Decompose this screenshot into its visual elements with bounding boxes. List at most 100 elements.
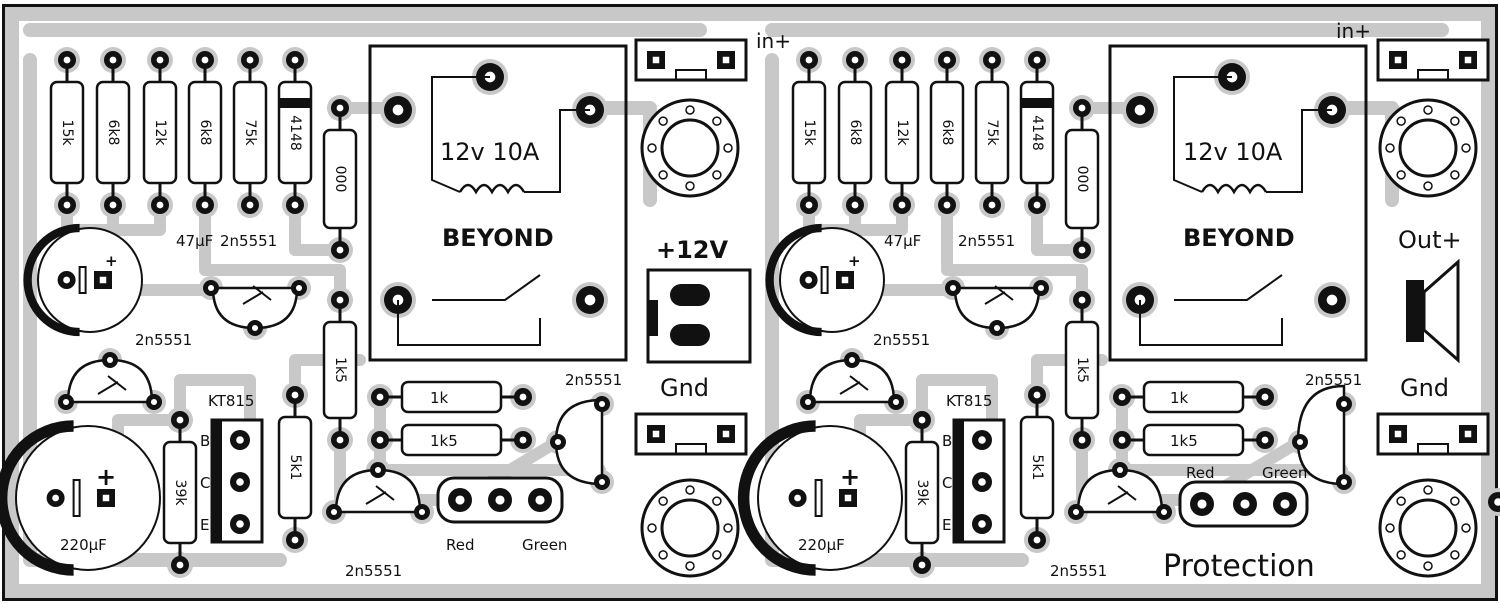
terminal-via <box>1461 143 1471 153</box>
resistor-body <box>49 80 85 185</box>
pad-hole <box>63 276 71 284</box>
transistor-label: 2n5551 <box>873 331 930 349</box>
resistor-value: 12k <box>152 120 168 147</box>
pad-hole <box>804 398 812 406</box>
transistor-label: 2n5551 <box>345 562 402 580</box>
pad-hole <box>291 391 299 399</box>
pad-hole <box>1464 56 1472 64</box>
resistor-value: 39k <box>914 480 930 507</box>
pad-hole <box>176 561 184 569</box>
resistor-h2-label: 1k5 <box>430 432 458 450</box>
pad-hole <box>1078 296 1086 304</box>
transistor-symbol <box>984 285 1014 305</box>
pad-hole <box>1118 393 1126 401</box>
relay-outline <box>368 44 628 362</box>
pad-hole <box>993 324 1001 332</box>
power-transistor-label: KT815 <box>208 392 254 410</box>
capacitor-symbol <box>820 266 829 294</box>
relay-wiring <box>431 76 590 193</box>
cap-small-plus: + <box>105 252 118 270</box>
diode-band <box>1021 98 1053 108</box>
resistor-body <box>1019 415 1055 520</box>
input-label: in+ <box>756 29 791 53</box>
terminal-hole <box>660 118 720 178</box>
capacitor-stripe <box>0 420 74 576</box>
pad-hole <box>336 104 344 112</box>
pad-hole <box>949 284 957 292</box>
resistor-body <box>1142 380 1245 414</box>
pad-hole <box>156 56 164 64</box>
transistor-symbol <box>1107 485 1137 505</box>
connector-key <box>1417 443 1449 454</box>
ground-plane <box>5 7 1495 598</box>
pad <box>1488 492 1500 512</box>
relay-brand-label: BEYOND <box>442 224 554 252</box>
terminal-via <box>1396 550 1406 560</box>
pad-hole <box>455 495 465 505</box>
terminal-via <box>685 181 695 191</box>
pad-hole <box>1296 438 1304 446</box>
pad-hole <box>336 436 344 444</box>
pad-hole <box>652 430 660 438</box>
terminal-via <box>712 170 722 180</box>
pin-label-c: C <box>942 474 952 492</box>
terminal-hole <box>1398 498 1458 558</box>
cap-small-label: 47µF <box>176 232 213 250</box>
pad-hole <box>898 56 906 64</box>
terminal-via <box>1396 170 1406 180</box>
relay-rating-label: 12v 10A <box>1183 138 1283 166</box>
pad-hole <box>519 436 527 444</box>
resistor-h2-label: 1k5 <box>1170 432 1198 450</box>
pad-hole <box>898 201 906 209</box>
capacitor-220uf <box>757 425 903 571</box>
transistor-symbol <box>365 485 395 505</box>
resistor-body <box>400 380 503 414</box>
connector-key <box>675 443 707 454</box>
resistor-value: 6k8 <box>105 120 121 146</box>
resistor-value: 5k1 <box>1029 455 1045 481</box>
pad-hole <box>374 466 382 474</box>
output-ground-label: Gnd <box>1400 374 1449 402</box>
terminal-via <box>1423 105 1433 115</box>
resistor-body <box>1142 423 1245 457</box>
terminal-via <box>1385 143 1395 153</box>
pad-hole <box>418 508 426 516</box>
resistor-value: 6k8 <box>847 120 863 146</box>
terminal-via <box>1423 181 1433 191</box>
board-title: Protection <box>1163 549 1315 584</box>
pad-hole <box>62 398 70 406</box>
pad-hole <box>851 56 859 64</box>
cap-big-label: 220µF <box>60 536 107 554</box>
pad-hole <box>794 494 802 502</box>
pad-hole <box>109 56 117 64</box>
pin-label-e: E <box>200 516 209 534</box>
pad-hole <box>1033 391 1041 399</box>
terminal-via <box>723 523 733 533</box>
pad-hole <box>1078 246 1086 254</box>
terminal-via <box>1385 523 1395 533</box>
copper-track <box>916 374 998 436</box>
pad-hole <box>844 494 852 502</box>
resistor-body <box>974 80 1010 185</box>
pad-hole <box>106 356 114 364</box>
copper-track <box>289 199 346 256</box>
copper-track <box>941 199 1088 306</box>
capacitor-stripe <box>23 223 80 337</box>
terminal-via <box>658 116 668 126</box>
diode-value: 4148 <box>1029 115 1045 151</box>
capacitor-stripe <box>765 223 822 337</box>
capacitor-47uf <box>37 227 143 333</box>
capacitor-symbol <box>72 479 81 517</box>
terminal-hole <box>1398 118 1458 178</box>
resistor-body <box>929 80 965 185</box>
resistor-body <box>1064 320 1100 420</box>
pad-hole <box>978 478 986 486</box>
pad-hole <box>598 478 606 486</box>
terminal-via <box>685 105 695 115</box>
pad-hole <box>376 436 384 444</box>
transistor-symbol <box>97 375 127 395</box>
relay-contact <box>397 274 541 346</box>
terminal-via <box>685 561 695 571</box>
resistor-value: 5k1 <box>287 455 303 481</box>
pad-hole <box>988 56 996 64</box>
